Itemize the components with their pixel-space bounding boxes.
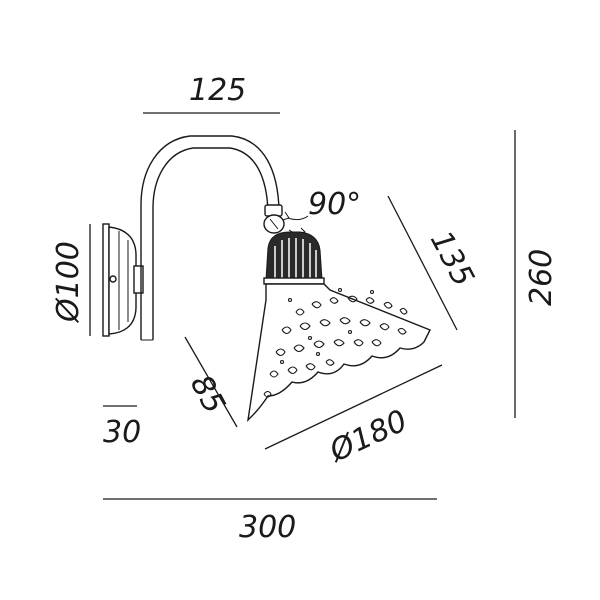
lamp-socket — [263, 231, 325, 285]
label-rotation: 90° — [308, 187, 361, 222]
label-shade-height: 135 — [423, 225, 481, 292]
label-projection: 85 — [183, 369, 232, 419]
label-base-diameter: Ø100 — [51, 241, 86, 324]
label-total-width: 300 — [239, 510, 296, 545]
swivel-joint — [263, 204, 309, 237]
screw-icon — [109, 275, 117, 283]
label-base-depth: 30 — [103, 415, 141, 450]
wall-base — [102, 223, 144, 337]
label-total-height: 260 — [524, 249, 559, 306]
dim-line-shade-height — [387, 195, 458, 331]
label-shade-diameter: Ø180 — [323, 403, 413, 470]
label-arm-width: 125 — [189, 73, 246, 108]
lamp-shade — [246, 283, 431, 422]
dim-line-shade-diameter — [264, 364, 443, 450]
lamp-arm — [140, 135, 280, 341]
dim-line-projection — [184, 336, 238, 428]
